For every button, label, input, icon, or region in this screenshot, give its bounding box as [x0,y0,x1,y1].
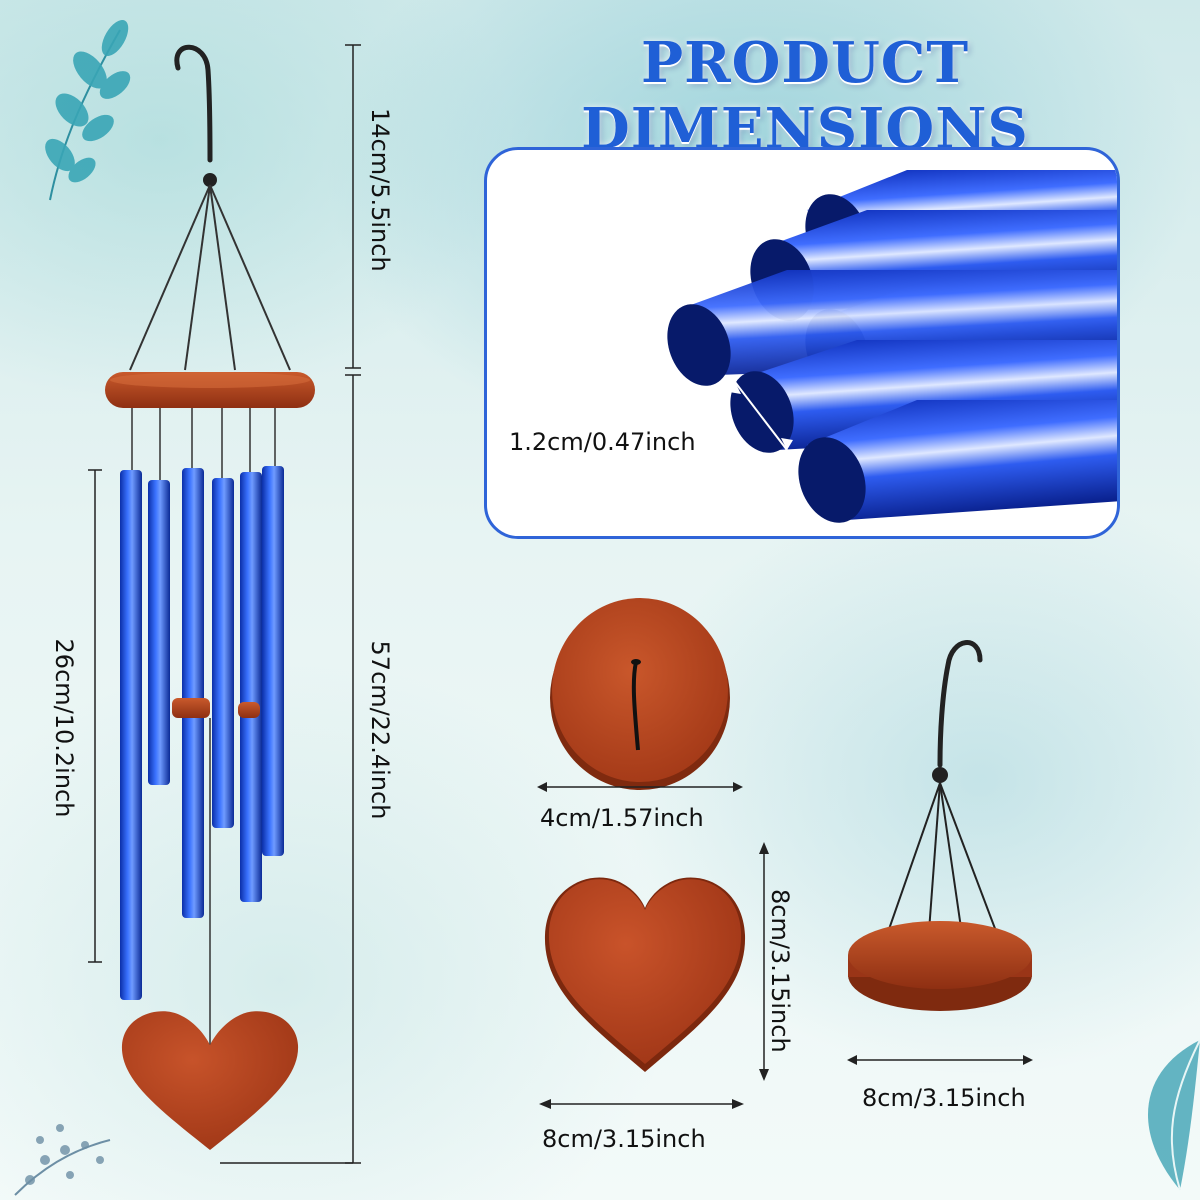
leaf-decoration-bottom-right [1147,1039,1200,1191]
wind-chime-illustration [105,44,315,1150]
page-title: PRODUCT DIMENSIONS [581,30,1029,162]
leaf-decoration-top-left [45,19,131,201]
leaf-decoration-bottom-left [14,1124,111,1196]
tube-closeup-illustration [667,170,1117,523]
heart-sail-illustration [544,877,746,1072]
clapper-diameter-label: 4cm/1.57inch [540,804,704,832]
hook-icon-small [937,640,983,768]
tube-diameter-label: 1.2cm/0.47inch [509,428,696,456]
top-disc-diameter-label: 8cm/3.15inch [862,1084,1026,1112]
heart-width-label: 8cm/3.15inch [542,1125,706,1153]
heart-height-label: 8cm/3.15inch [766,889,794,1053]
top-disc-dimension-line [847,1055,1033,1065]
top-disc-illustration [848,640,1032,1011]
tube-closeup-panel: 1.2cm/0.47inch [484,147,1120,539]
round-clapper-illustration [550,598,730,790]
hook-icon [174,44,213,163]
clapper-dimension-line [537,782,743,792]
